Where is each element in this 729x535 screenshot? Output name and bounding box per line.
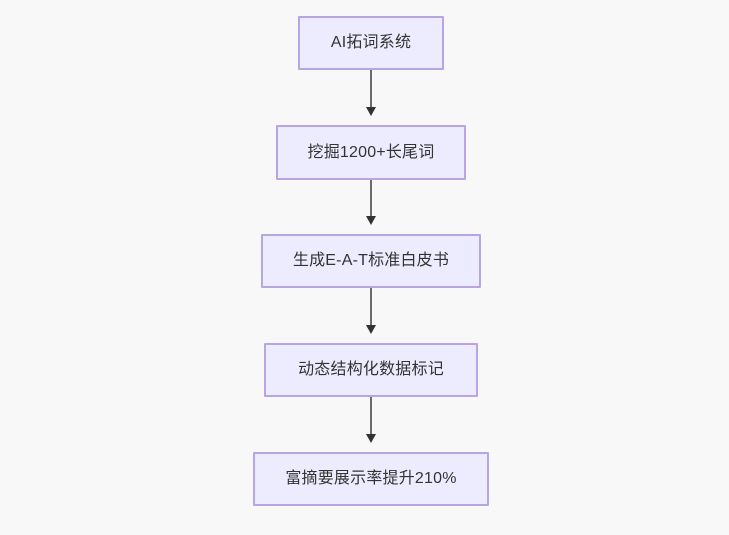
flowchart-node-dynamic-structured-data-markup[interactable]: 动态结构化数据标记 [264, 343, 478, 397]
node-label: 生成E-A-T标准白皮书 [292, 252, 450, 269]
edge-line [370, 397, 372, 435]
node-label: 动态结构化数据标记 [298, 361, 444, 378]
node-label: AI拓词系统 [330, 34, 412, 51]
flowchart-node-generate-eat-whitepaper[interactable]: 生成E-A-T标准白皮书 [261, 234, 481, 288]
arrowhead-icon [366, 107, 376, 116]
node-label: 富摘要展示率提升210% [285, 470, 457, 487]
edge-line [370, 70, 372, 108]
node-label: 挖掘1200+长尾词 [307, 143, 435, 161]
flowchart-node-ai-keyword-system[interactable]: AI拓词系统 [298, 16, 444, 70]
edge-line [370, 288, 372, 326]
flowchart-node-rich-snippet-impression-lift[interactable]: 富摘要展示率提升210% [253, 452, 489, 506]
arrowhead-icon [366, 216, 376, 225]
arrowhead-icon [366, 434, 376, 443]
arrowhead-icon [366, 325, 376, 334]
edge-line [370, 180, 372, 217]
flowchart-node-mine-longtail-keywords[interactable]: 挖掘1200+长尾词 [276, 125, 466, 180]
